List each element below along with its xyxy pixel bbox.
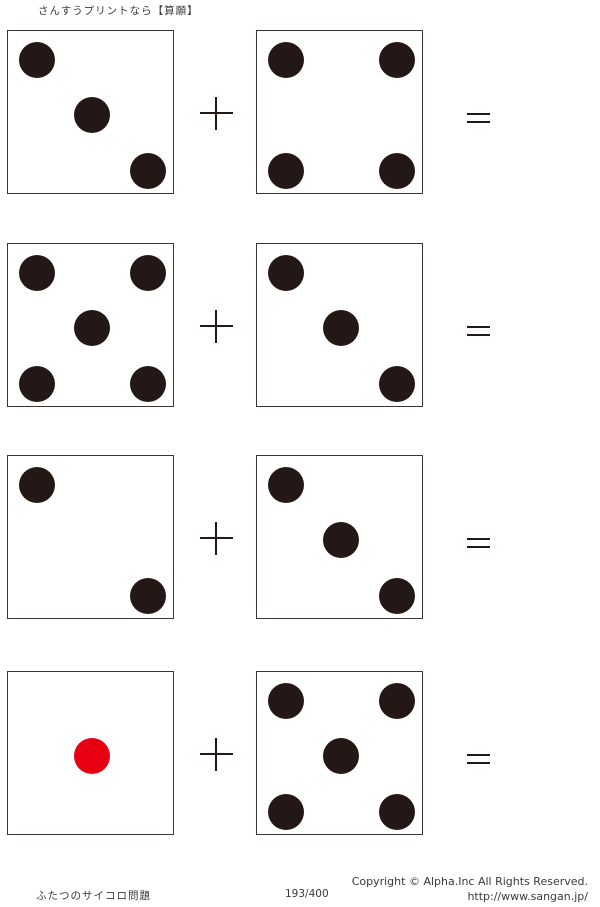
pip-dot-icon <box>74 97 110 133</box>
pip-dot-icon <box>130 153 166 189</box>
problem-row <box>0 455 600 625</box>
equals-icon <box>467 326 490 338</box>
pip-dot-icon <box>379 794 415 830</box>
worksheet-title: ふたつのサイコロ問題 <box>36 890 151 902</box>
equals-icon <box>467 754 490 766</box>
site-url: http://www.sangan.jp/ <box>467 890 588 903</box>
header-title: さんすうプリントなら【算願】 <box>38 5 199 17</box>
pip-dot-icon <box>268 794 304 830</box>
pip-dot-icon <box>379 153 415 189</box>
pip-dot-icon <box>19 42 55 78</box>
plus-icon <box>200 522 233 555</box>
equals-icon <box>467 113 490 125</box>
right-die <box>256 455 423 619</box>
plus-icon <box>200 738 233 771</box>
pip-dot-icon <box>130 578 166 614</box>
pip-dot-icon <box>379 42 415 78</box>
pip-dot-icon <box>130 255 166 291</box>
pip-dot-icon <box>323 310 359 346</box>
left-die <box>7 455 174 619</box>
plus-icon <box>200 310 233 343</box>
pip-dot-icon <box>379 366 415 402</box>
copyright-text: Copyright © Alpha.Inc All Rights Reserve… <box>351 875 588 888</box>
plus-icon <box>200 97 233 130</box>
right-die <box>256 243 423 407</box>
left-die <box>7 243 174 407</box>
pip-dot-icon <box>379 578 415 614</box>
page-number: 193/400 <box>285 888 329 900</box>
right-die <box>256 30 423 194</box>
left-die <box>7 671 174 835</box>
pip-dot-icon <box>268 255 304 291</box>
pip-dot-icon <box>19 366 55 402</box>
pip-dot-icon <box>268 42 304 78</box>
right-die <box>256 671 423 835</box>
left-die <box>7 30 174 194</box>
problem-row <box>0 671 600 841</box>
pip-dot-icon <box>379 683 415 719</box>
pip-dot-icon <box>268 467 304 503</box>
pip-dot-icon <box>19 467 55 503</box>
pip-dot-icon <box>268 683 304 719</box>
pip-dot-icon <box>268 153 304 189</box>
footer-copyright: Copyright © Alpha.Inc All Rights Reserve… <box>352 874 588 904</box>
problem-row <box>0 30 600 200</box>
pip-dot-icon <box>130 366 166 402</box>
problem-row <box>0 243 600 413</box>
equals-icon <box>467 538 490 550</box>
pip-dot-icon <box>323 522 359 558</box>
pip-dot-icon <box>74 310 110 346</box>
pip-dot-icon <box>74 738 110 774</box>
pip-dot-icon <box>323 738 359 774</box>
pip-dot-icon <box>19 255 55 291</box>
